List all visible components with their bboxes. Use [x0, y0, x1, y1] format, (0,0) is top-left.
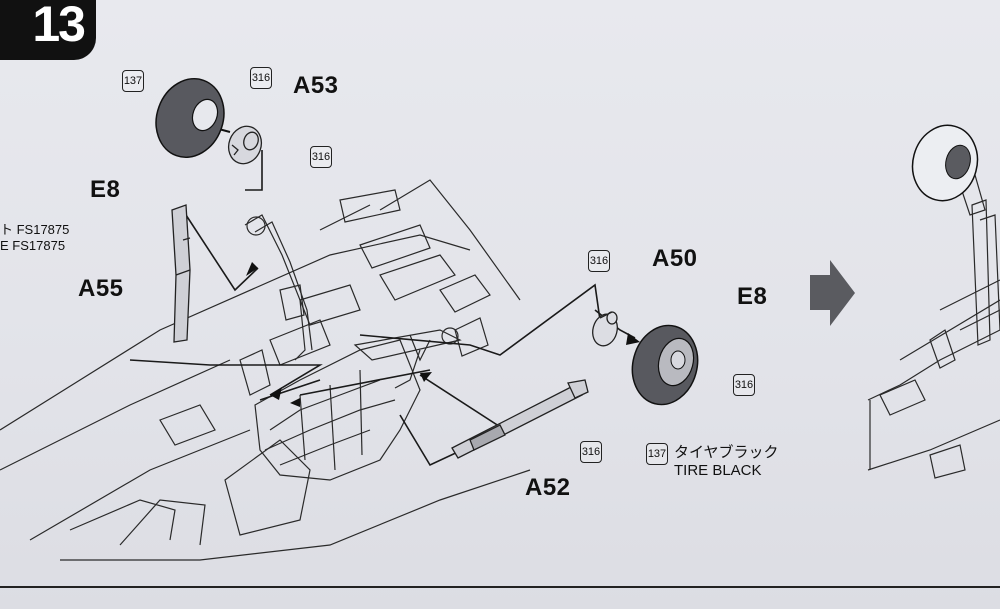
fs-note-line2: E FS17875 — [0, 238, 66, 253]
step-number-badge: 13 — [0, 0, 96, 60]
bottom-rule — [0, 586, 1000, 588]
paint-code-316-hub: 316 — [310, 146, 332, 168]
part-label-a50: A50 — [652, 245, 698, 272]
tire-note-jp: タイヤブラック — [674, 444, 779, 461]
tire-e8-top — [155, 78, 225, 158]
part-label-a52: A52 — [525, 474, 571, 501]
step-number: 13 — [32, 0, 86, 52]
part-label-e8-top: E8 — [90, 176, 121, 203]
hub-a50 — [592, 311, 618, 347]
paint-code-137-tire: 137 — [646, 443, 668, 465]
paint-code-137-top: 137 — [122, 70, 144, 92]
next-step-arrow-icon — [810, 260, 855, 326]
assembled-wheel — [911, 124, 979, 202]
tire-note-en: TIRE BLACK — [674, 462, 762, 479]
hub-a53 — [227, 125, 263, 165]
part-label-a55: A55 — [78, 275, 124, 302]
paint-code-316-wheel: 316 — [733, 374, 755, 396]
paint-code-316-top: 316 — [250, 67, 272, 89]
actuator-a52 — [451, 379, 589, 459]
fs-note-line1: ト FS17875 — [0, 222, 70, 237]
paint-code-316-a52: 316 — [580, 441, 602, 463]
paint-code-316-a50: 316 — [588, 250, 610, 272]
tire-e8-right — [631, 324, 699, 406]
part-label-e8-right: E8 — [737, 283, 768, 310]
part-label-a53: A53 — [293, 72, 339, 99]
strut-a55 — [171, 204, 191, 343]
